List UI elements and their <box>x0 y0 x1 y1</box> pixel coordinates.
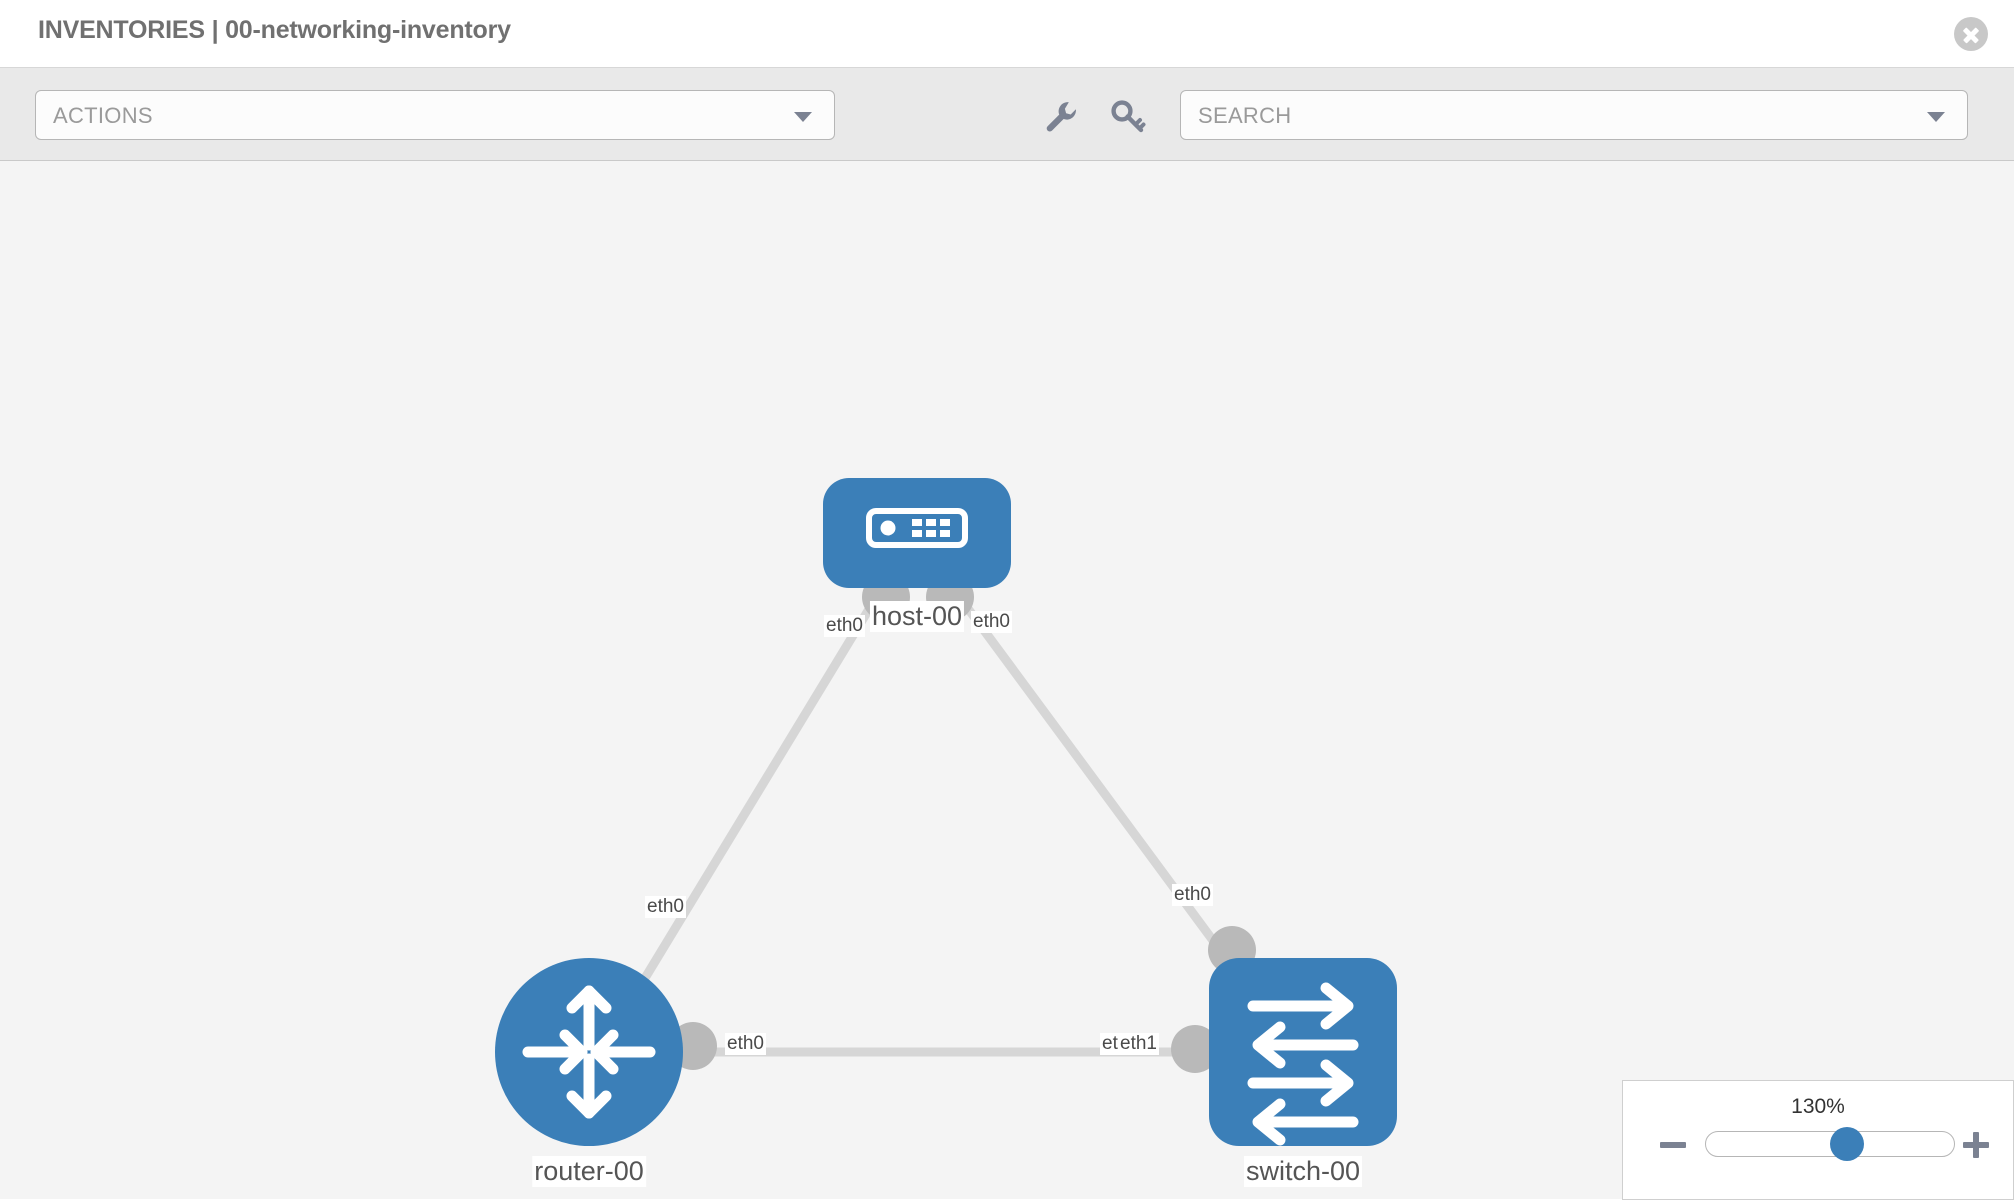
zoom-slider-thumb[interactable] <box>1830 1127 1864 1161</box>
search-input[interactable]: SEARCH <box>1180 90 1968 140</box>
node-label-host-00: host-00 <box>869 601 965 632</box>
page-title: INVENTORIES | 00-networking-inventory <box>38 16 511 44</box>
zoom-control: 130% <box>1622 1080 2014 1200</box>
zoom-out-button[interactable] <box>1658 1129 1688 1159</box>
topology-canvas[interactable]: host-00 router-00 switch-00 eth0 eth0 et… <box>0 161 2014 1199</box>
wrench-icon[interactable] <box>1040 96 1080 136</box>
edge-host00-router00 <box>621 588 884 1014</box>
search-input-placeholder: SEARCH <box>1198 103 1292 128</box>
node-host-00 <box>823 478 1011 588</box>
node-switch-00 <box>1209 958 1397 1146</box>
edge-label-switch00-eth0-uplink: eth0 <box>1172 884 1213 906</box>
key-icon[interactable] <box>1108 96 1148 136</box>
edge-label-host00-eth0-left: eth0 <box>824 615 865 637</box>
toolbar: ACTIONS SEARCH <box>0 68 2014 161</box>
node-label-switch-00: switch-00 <box>1243 1156 1363 1187</box>
actions-dropdown[interactable]: ACTIONS <box>35 90 835 140</box>
edge-label-router00-eth0-uplink: eth0 <box>645 896 686 918</box>
node-label-router-00: router-00 <box>532 1156 646 1187</box>
zoom-in-button[interactable] <box>1961 1129 1991 1159</box>
close-icon[interactable] <box>1954 17 1988 51</box>
edge-endpoints <box>669 573 1256 1073</box>
endpoint-switch00-left <box>1171 1025 1219 1073</box>
node-router-00 <box>495 958 683 1146</box>
plus-icon-vertical <box>1973 1131 1979 1158</box>
page-header: INVENTORIES | 00-networking-inventory <box>0 0 2014 68</box>
router-arrows-icon <box>522 985 656 1119</box>
zoom-slider[interactable] <box>1705 1127 1955 1161</box>
switch-arrows-icon <box>1247 982 1359 1146</box>
chevron-down-icon <box>1927 112 1945 122</box>
topology-graph <box>495 478 1397 1146</box>
edge-label-host00-eth0-right: eth0 <box>971 611 1012 633</box>
edges <box>621 588 1269 1057</box>
server-icon <box>866 508 968 548</box>
minus-icon <box>1660 1141 1686 1148</box>
edge-label-switch00-eth1: eth1 <box>1118 1033 1159 1055</box>
edge-label-router00-eth0: eth0 <box>725 1033 766 1055</box>
zoom-level-value: 130% <box>1791 1095 1845 1118</box>
chevron-down-icon <box>794 112 812 122</box>
actions-dropdown-label: ACTIONS <box>53 103 153 128</box>
